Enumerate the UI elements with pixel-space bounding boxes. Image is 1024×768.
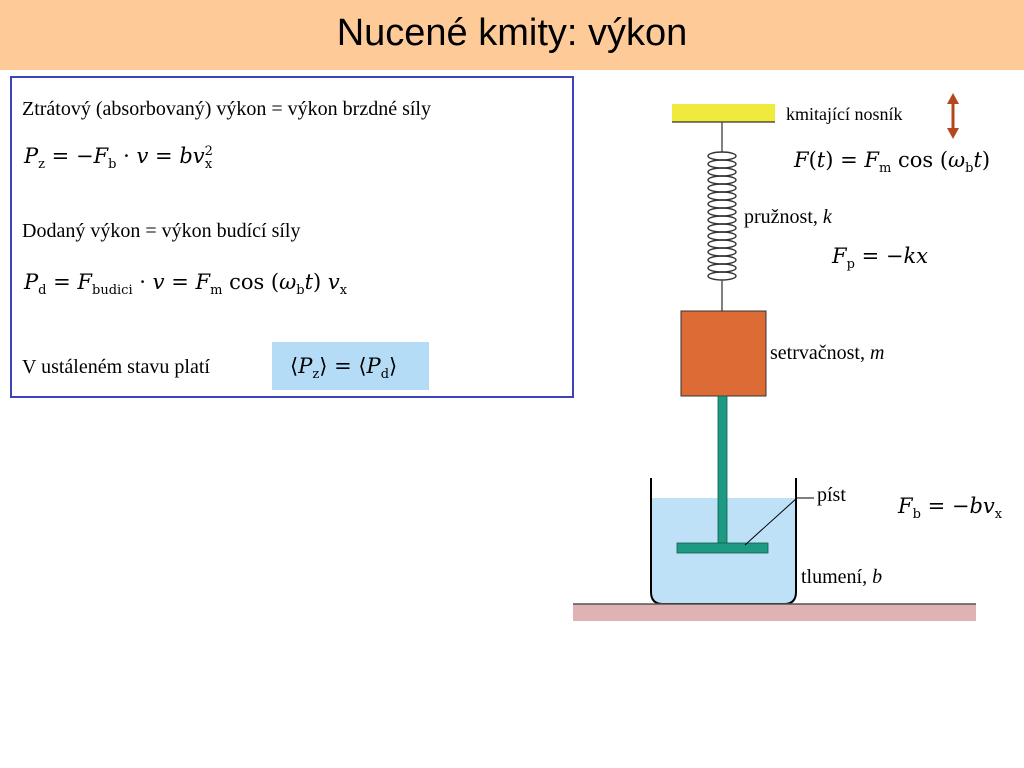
supplied-power-equation: Pd = Fbudici · v = Fm cos (ωbt) vx — [24, 270, 348, 299]
spring-coil — [707, 151, 737, 281]
piston-plate — [676, 542, 769, 554]
piston-label: píst — [817, 484, 846, 506]
mass-block — [680, 310, 767, 397]
spring-label: pružnost, k — [744, 206, 832, 228]
floor — [573, 604, 976, 621]
absorbed-power-text: Ztrátový (absorbovaný) výkon = výkon brz… — [22, 98, 431, 120]
damping-label: tlumení, b — [801, 566, 883, 588]
absorbed-power-equation: Pz = −Fb · v = bv2x — [24, 144, 213, 173]
driving-force-equation: F(t) = Fm cos (ωbt) — [794, 148, 991, 177]
double-arrow-icon — [947, 93, 959, 139]
piston-pointer-line — [744, 497, 798, 546]
steady-state-equation: ⟨Pz⟩ = ⟨Pd⟩ — [290, 354, 398, 383]
damping-force-equation: Fb = −bvx — [898, 494, 1003, 523]
beam-label: kmitající nosník — [786, 104, 903, 124]
oscillating-beam — [672, 104, 775, 122]
spring-force-equation: Fp = −kx — [832, 244, 929, 273]
steady-state-highlight — [272, 342, 429, 390]
piston-rod — [717, 395, 728, 545]
supplied-power-text: Dodaný výkon = výkon budící síly — [22, 220, 301, 242]
title-bar: Nucené kmity: výkon — [0, 0, 1024, 70]
formula-panel — [10, 76, 574, 398]
page-title: Nucené kmity: výkon — [336, 12, 688, 54]
mass-label: setrvačnost, m — [770, 342, 885, 364]
steady-state-text: V ustáleném stavu platí — [22, 356, 210, 378]
